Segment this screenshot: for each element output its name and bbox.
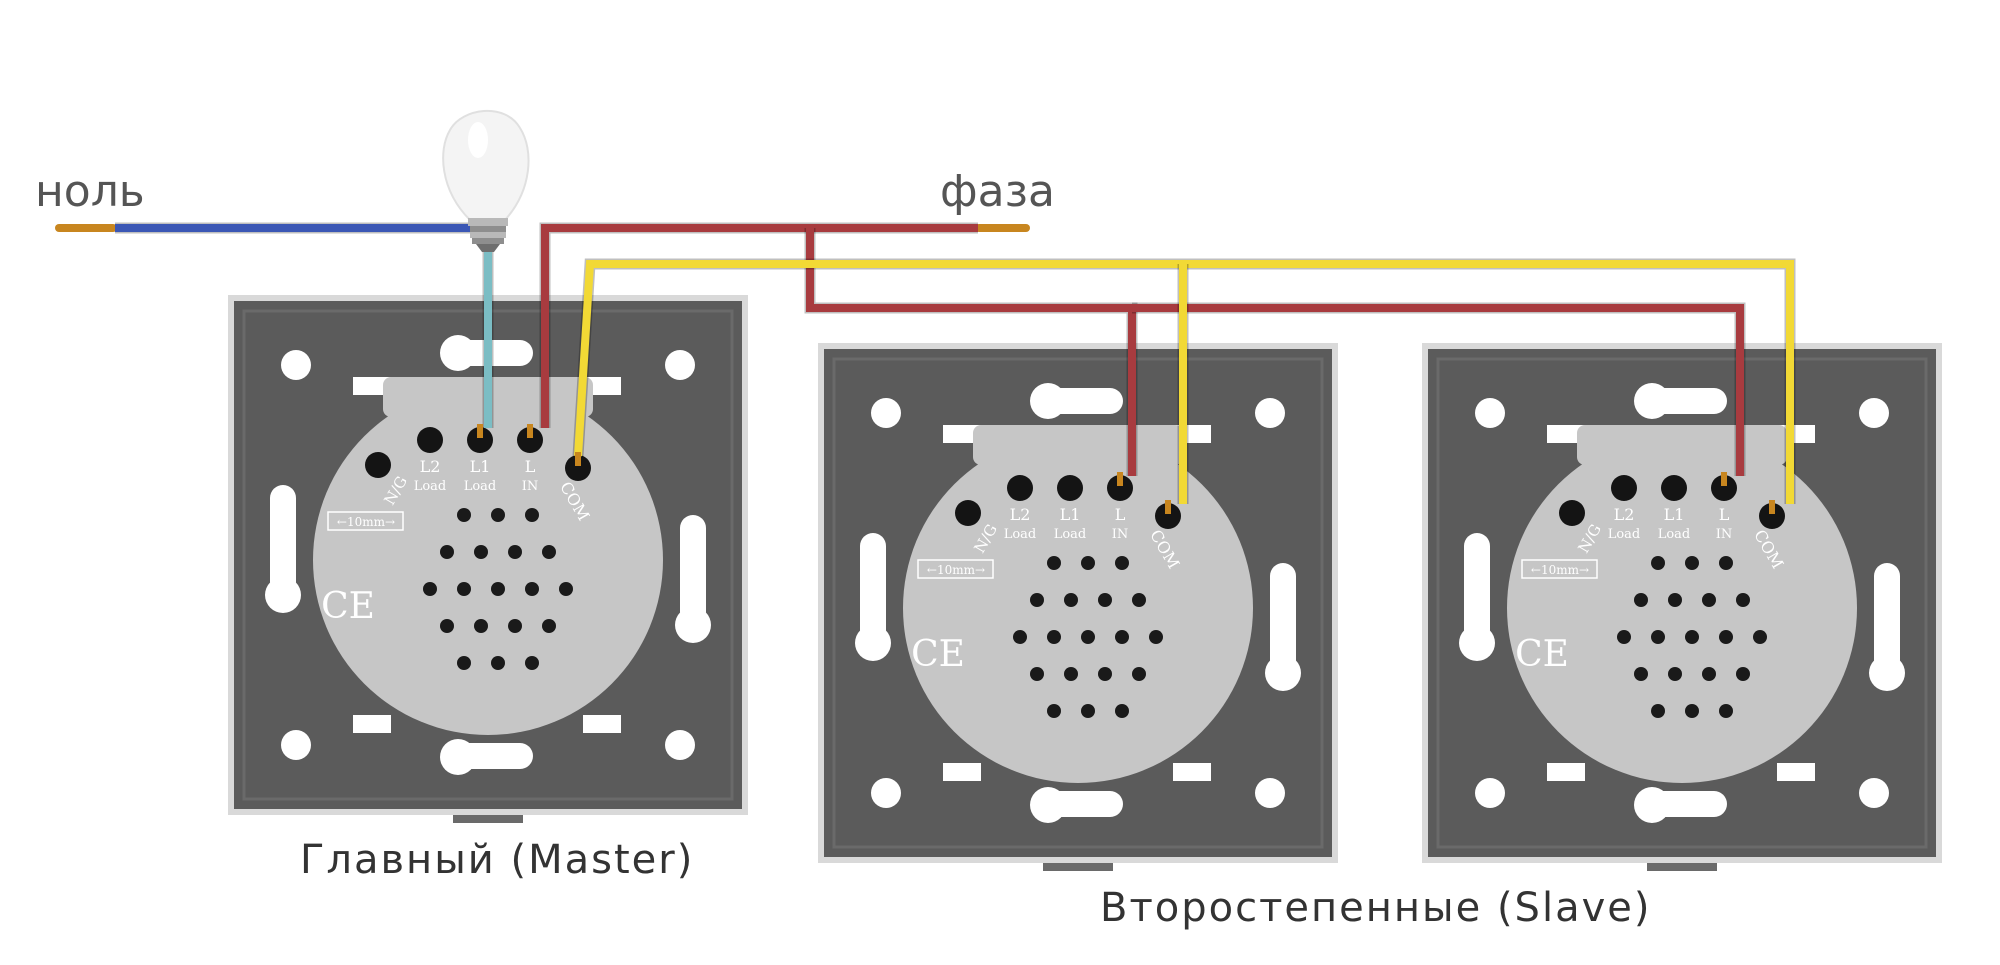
terminal-label: IN [1112, 527, 1129, 542]
com-wire-slave-2 [574, 260, 1794, 504]
terminal-label: L [1115, 505, 1126, 524]
phase-wire-slave-2 [1132, 304, 1744, 476]
ce-mark-icon: CE [321, 586, 375, 627]
terminal-ng [1559, 500, 1585, 526]
terminal-ng [955, 500, 981, 526]
spacing-marker: ←10mm→ [917, 559, 994, 579]
phase-label: фаза [940, 166, 1055, 217]
phase-wire-tip [975, 224, 1030, 232]
terminal-label: Load [464, 479, 497, 494]
terminal-label: L2 [1614, 505, 1635, 524]
terminal-l2 [417, 427, 443, 453]
terminal-label: L2 [1010, 505, 1031, 524]
neutral-label: ноль [35, 166, 145, 217]
phase-wire-master [541, 224, 978, 428]
terminal-label: L [525, 457, 536, 476]
terminal-l1 [467, 427, 493, 453]
terminal-l [517, 427, 543, 453]
terminal-label: Load [1054, 527, 1087, 542]
terminal-label: L1 [470, 457, 491, 476]
svg-text:←10mm→: ←10mm→ [927, 563, 985, 577]
spacing-marker: ←10mm→ [1521, 559, 1598, 579]
terminal-label: L1 [1664, 505, 1685, 524]
terminal-label: Load [414, 479, 447, 494]
terminal-com [1155, 503, 1181, 529]
svg-text:←10mm→: ←10mm→ [1531, 563, 1589, 577]
svg-text:←10mm→: ←10mm→ [337, 515, 395, 529]
terminal-l1 [1661, 475, 1687, 501]
master-caption: Главный (Master) [300, 837, 695, 883]
terminal-label: L2 [420, 457, 441, 476]
light-bulb-icon [442, 110, 530, 252]
terminal-l2 [1007, 475, 1033, 501]
terminal-l [1107, 475, 1133, 501]
terminal-l2 [1611, 475, 1637, 501]
spacing-marker: ←10mm→ [327, 511, 404, 531]
terminal-com [565, 455, 591, 481]
terminal-l1 [1057, 475, 1083, 501]
terminal-com [1759, 503, 1785, 529]
ce-mark-icon: CE [1515, 634, 1569, 675]
terminal-label: IN [522, 479, 539, 494]
neutral-wire-tip [55, 224, 117, 232]
terminal-label: L1 [1060, 505, 1081, 524]
terminal-label: Load [1004, 527, 1037, 542]
terminal-ng [365, 452, 391, 478]
terminal-label: L [1719, 505, 1730, 524]
ce-mark-icon: CE [911, 634, 965, 675]
terminal-label: IN [1716, 527, 1733, 542]
terminal-label: Load [1658, 527, 1691, 542]
terminal-l [1711, 475, 1737, 501]
slave-caption: Второстепенные (Slave) [1100, 885, 1652, 931]
terminal-label: Load [1608, 527, 1641, 542]
